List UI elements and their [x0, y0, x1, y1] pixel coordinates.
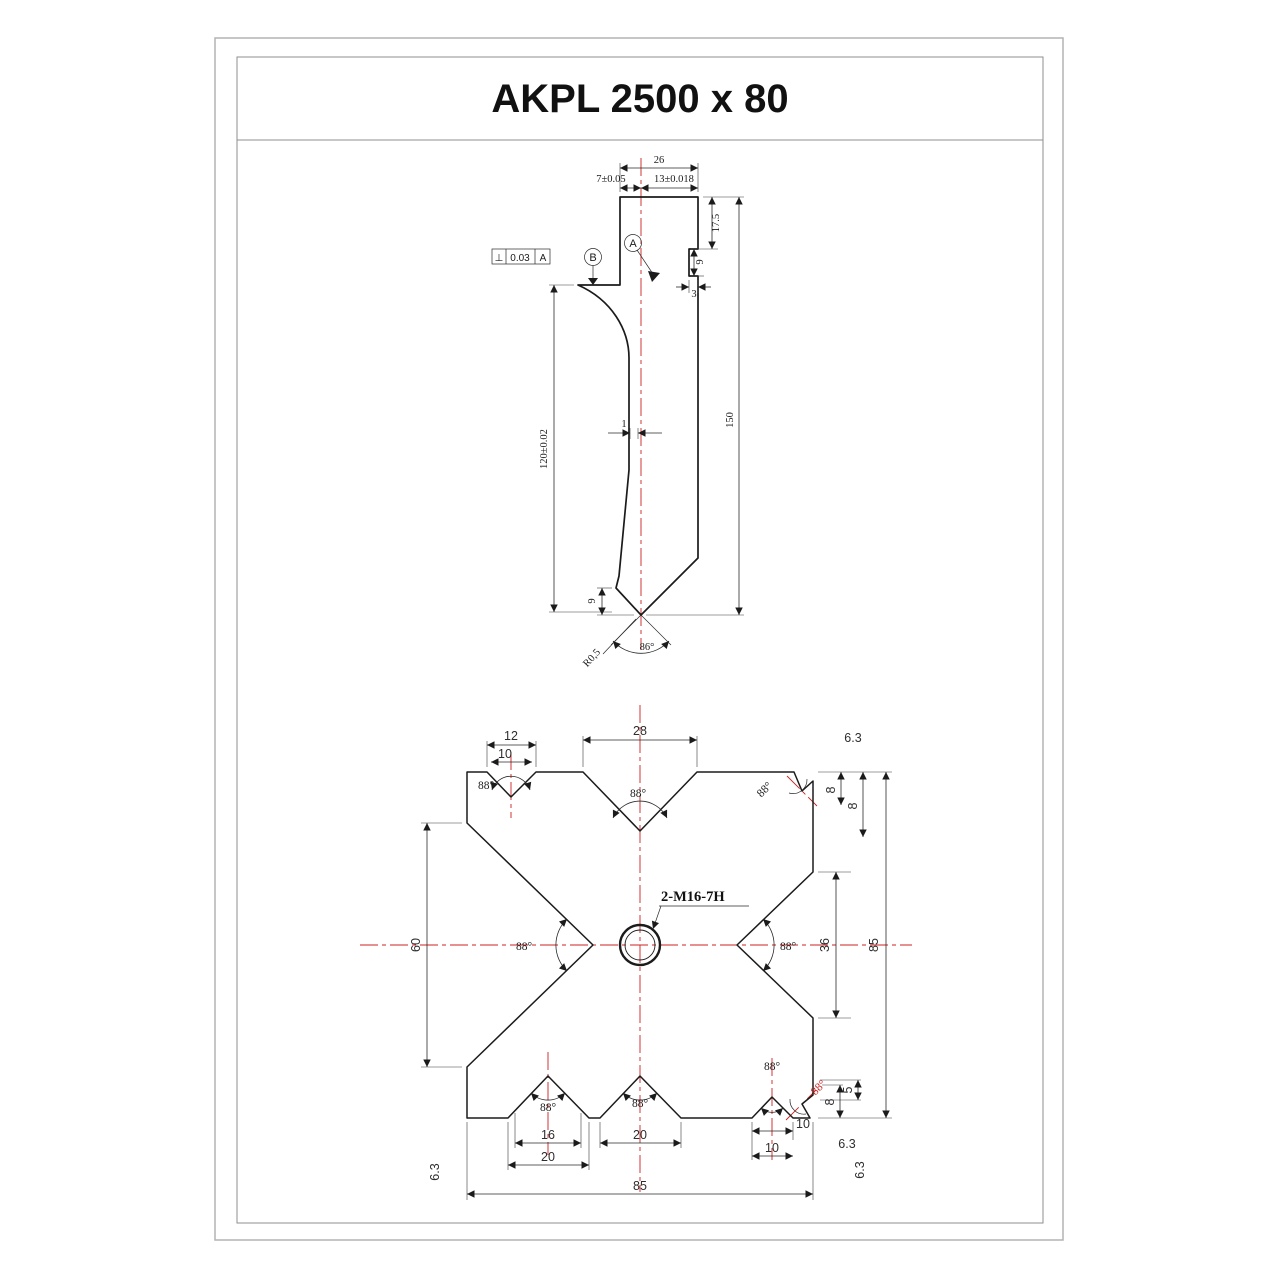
punch-tip-angle: [602, 614, 672, 655]
punch-outline: [577, 196, 699, 616]
angle-top-right-corner: 88°: [755, 780, 775, 800]
dim-tip-angle: 86°: [640, 642, 655, 653]
die-view: 12 10 28 6.3 88° 88° 88° 88° 88° 88° 88°…: [360, 705, 912, 1200]
angle-top-center: 88°: [630, 788, 647, 800]
dim-left-v-width: 60: [409, 938, 423, 952]
dim-bottom-width: 85: [633, 1179, 647, 1193]
angle-bottom-left-v: 88°: [540, 1102, 557, 1114]
thread-note: 2-M16-7H: [661, 889, 725, 905]
surface-finish-bottom-right-1: 6.3: [838, 1137, 855, 1151]
dim-top-left-inner: 10: [498, 747, 512, 761]
angle-right-v: 88°: [780, 941, 797, 953]
dim-blade-offset: 1: [621, 419, 626, 430]
dim-corner-8b: 8: [846, 802, 860, 809]
punch-dimension-lines: [550, 164, 743, 615]
thread-hole: [618, 923, 662, 967]
dim-upper-height: 17.5: [711, 214, 722, 232]
dim-top-v-width: 28: [633, 724, 647, 738]
dim-tang-thickness: 13±0.018: [654, 174, 694, 185]
dim-bottom-mid-width: 20: [633, 1128, 647, 1142]
datum-a: A: [624, 234, 660, 282]
gdt-symbol: ⊥: [495, 253, 504, 264]
dim-corner-8a: 8: [824, 786, 838, 793]
dim-corner-8c: 8: [823, 1098, 837, 1105]
sheet-frame: AKPL 2500 x 80: [214, 37, 1064, 1241]
dim-bottom-left-width: 20: [541, 1150, 555, 1164]
dim-corner-5: 5: [841, 1086, 855, 1093]
dim-right-v-width: 36: [818, 938, 832, 952]
die-dimension-lines: [423, 736, 890, 1198]
dim-side-height: 85: [867, 938, 881, 952]
datum-a-label: A: [629, 238, 637, 250]
dim-bottom-right-offset: 10: [765, 1141, 779, 1155]
surface-finish-bottom-left: 6.3: [428, 1163, 442, 1180]
angle-left-v: 88°: [516, 941, 533, 953]
dim-tip-height: 9: [587, 598, 598, 603]
angle-bottom-right-v: 88°: [764, 1061, 781, 1073]
angle-bottom-right-corner: 88°: [809, 1078, 829, 1098]
surface-finish-bottom-right-2: 6.3: [853, 1161, 867, 1178]
dim-bottom-left-inner: 16: [541, 1128, 555, 1142]
dim-bottom-right-width: 10: [796, 1117, 810, 1131]
datum-b: B: [584, 248, 602, 285]
dim-groove-height: 9: [695, 259, 706, 264]
outer-border: [214, 37, 1064, 1241]
die-angle-arcs: [490, 775, 808, 1116]
punch-view: ⊥ 0.03 A B A 26 7±0.05 13±0.018 17.5 9 3…: [491, 155, 744, 669]
drawing-title: AKPL 2500 x 80: [491, 77, 788, 121]
inner-border: [236, 56, 1044, 1224]
angle-bottom-center-v: 88°: [632, 1098, 649, 1110]
gdt-tolerance: 0.03: [510, 253, 530, 264]
datum-a-triangle: [648, 271, 660, 282]
dim-total-height: 150: [725, 412, 736, 428]
dim-groove-depth: 3: [691, 289, 696, 300]
dim-working-height: 120±0.02: [539, 429, 550, 469]
die-outline: [466, 771, 814, 1119]
datum-b-label: B: [589, 252, 596, 264]
dim-tip-radius: R0,5: [581, 647, 603, 669]
dim-left-offset: 7±0.05: [596, 174, 625, 185]
gdt-frame: ⊥ 0.03 A: [491, 248, 551, 265]
angle-top-left: 88°: [478, 780, 495, 792]
dim-top-left-width: 12: [504, 729, 518, 743]
gdt-datum-ref: A: [540, 253, 547, 264]
surface-finish-top-right: 6.3: [844, 731, 861, 745]
datum-b-triangle: [588, 278, 598, 285]
dim-top-width: 26: [654, 155, 665, 166]
thread-note-leader: [651, 905, 749, 930]
